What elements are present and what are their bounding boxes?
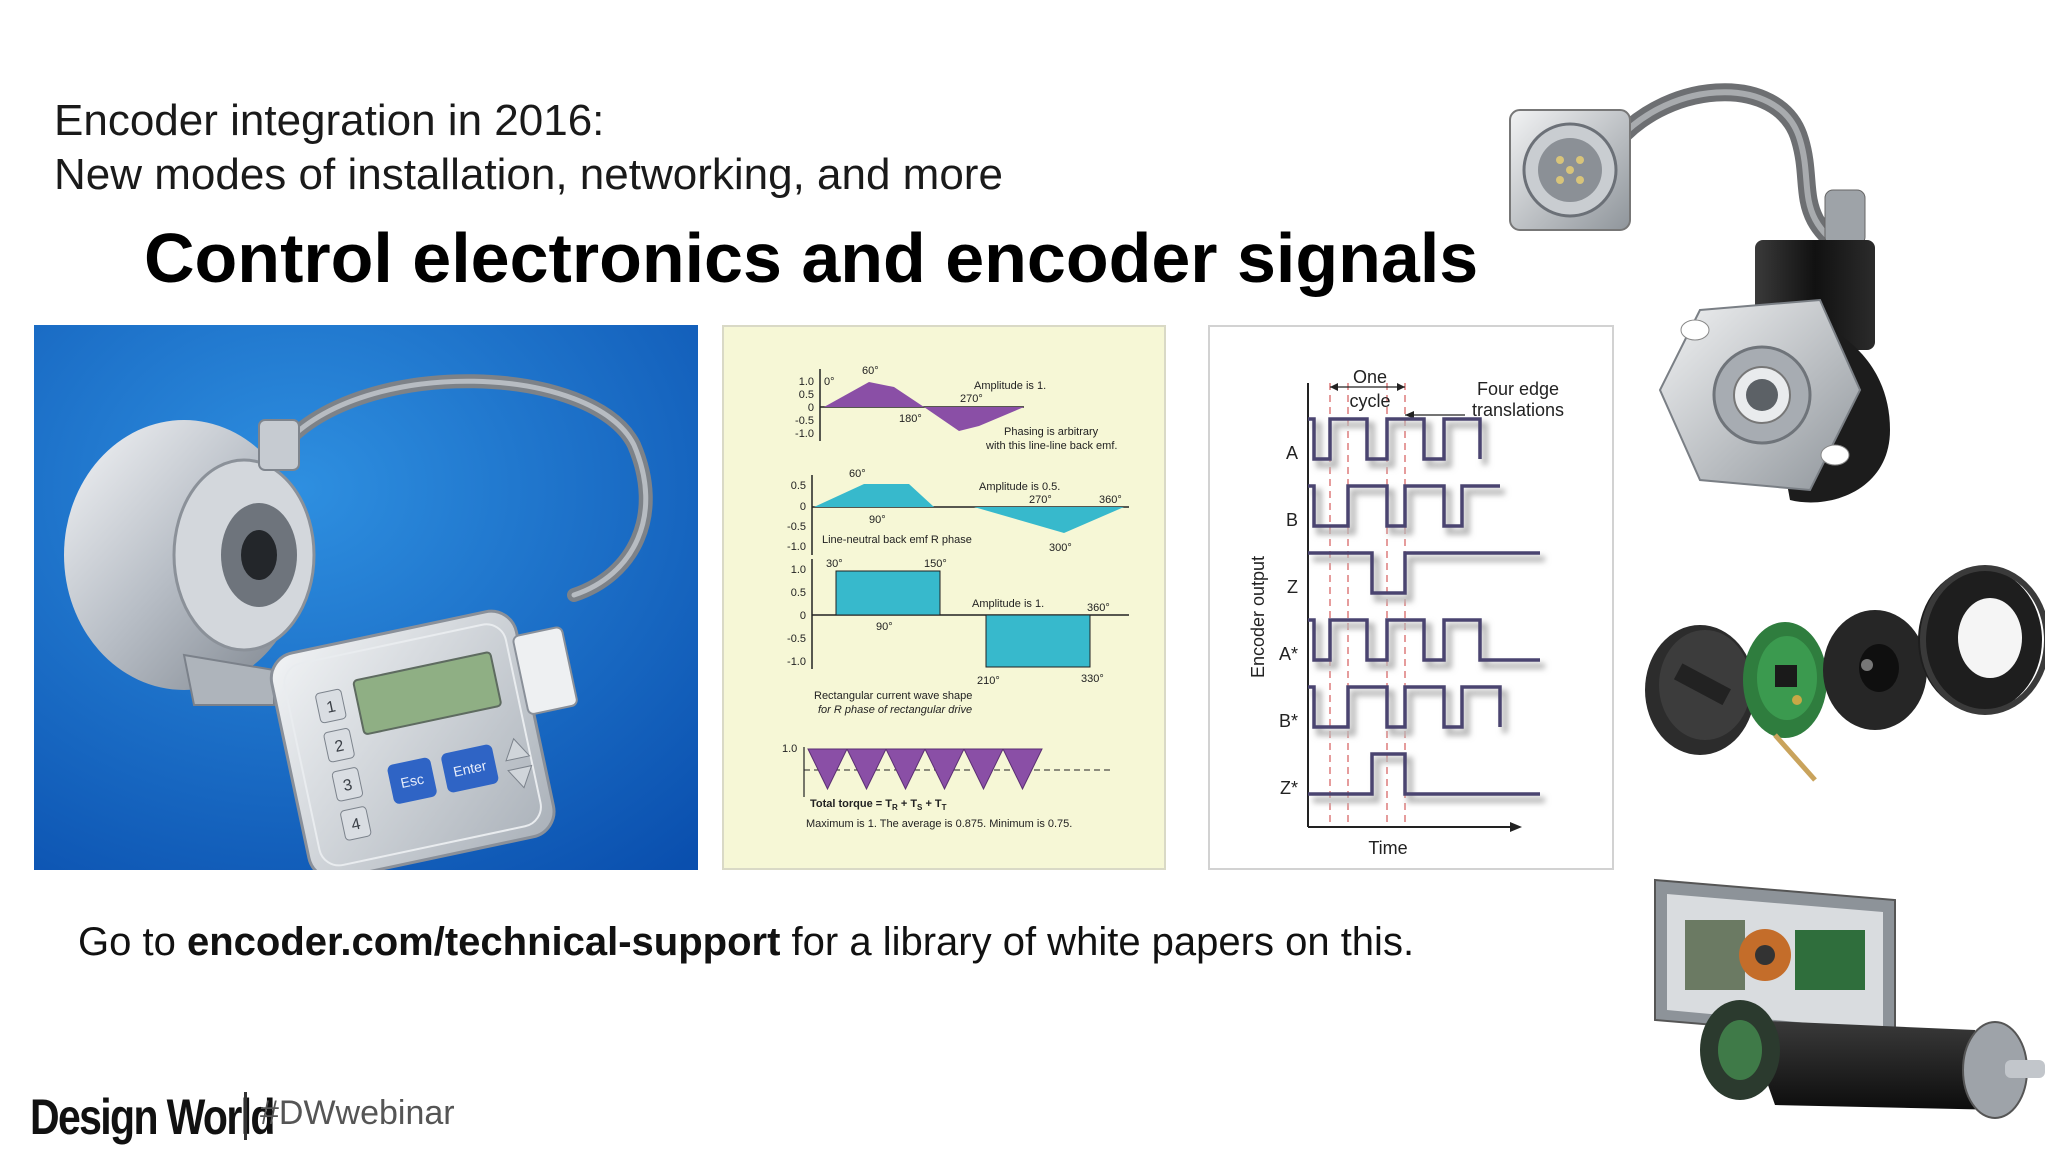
channel-label-z-star: Z* — [1280, 778, 1298, 798]
g1-label-60: 60° — [862, 365, 879, 377]
g2-label-270: 270° — [1029, 494, 1052, 506]
key-1: 1 — [325, 698, 337, 716]
g2-tick-2: 0 — [800, 501, 806, 513]
footer-pre-text: Go to — [78, 920, 187, 964]
g2-tick-4: -1.0 — [787, 541, 806, 553]
channel-trace-4 — [1308, 685, 1502, 729]
motor-waveform-diagram: 1.0 0.5 0 -0.5 -1.0 0° 60° 180° 270° Amp… — [722, 325, 1166, 870]
g3-tick-1: 1.0 — [791, 564, 806, 576]
g3-note-shape: Rectangular current wave shape — [814, 690, 972, 702]
total-torque-graph: 1.0 Total torque = TR + TS + TT Maximum … — [782, 743, 1114, 830]
g1-tick-3: 0 — [808, 402, 814, 414]
g1-label-180: 180° — [899, 413, 922, 425]
subtitle-line-2: New modes of installation, networking, a… — [54, 150, 1003, 199]
channel-trace-3 — [1308, 618, 1540, 662]
key-3: 3 — [342, 777, 354, 795]
channel-trace-1 — [1308, 484, 1500, 528]
time-axis-label: Time — [1368, 838, 1407, 858]
g4-tick: 1.0 — [782, 743, 797, 755]
torque-ripple-shape — [807, 748, 1043, 791]
g1-tick-1: 1.0 — [799, 376, 814, 388]
channel-trace-2 — [1308, 551, 1540, 595]
g2-note-amplitude: Amplitude is 0.5. — [979, 481, 1060, 493]
channel-trace-5 — [1308, 752, 1540, 796]
g3-tick-3: 0 — [800, 610, 806, 622]
g3-label-330: 330° — [1081, 673, 1104, 685]
modular-encoder-exploded-photo — [1635, 560, 2048, 800]
key-2: 2 — [333, 737, 345, 755]
g3-tick-4: -0.5 — [787, 633, 806, 645]
g1-note-phasing: Phasing is arbitrary — [1004, 426, 1099, 438]
g2-tick-1: 0.5 — [791, 480, 806, 492]
g1-tick-2: 0.5 — [799, 389, 814, 401]
support-link-line: Go to encoder.com/technical-support for … — [78, 920, 1414, 965]
g3-label-30: 30° — [826, 558, 843, 570]
g3-tick-5: -1.0 — [787, 656, 806, 668]
esc-key-label: Esc — [399, 771, 425, 792]
one-cycle-label-1: One — [1353, 367, 1387, 387]
g2-label-360: 360° — [1099, 494, 1122, 506]
enter-key-label: Enter — [452, 757, 488, 780]
four-edge-label-1: Four edge — [1477, 379, 1559, 399]
g3-label-210: 210° — [977, 675, 1000, 687]
slide-title: Control electronics and encoder signals — [144, 219, 1479, 297]
channel-label-b-star: B* — [1279, 711, 1298, 731]
channel-trace-shadow-3 — [1313, 623, 1545, 669]
g1-label-270: 270° — [960, 393, 983, 405]
g2-label-60: 60° — [849, 468, 866, 480]
channel-trace-shadow-4 — [1313, 690, 1508, 736]
channel-trace-shadow-2 — [1313, 556, 1545, 602]
g1-tick-4: -0.5 — [795, 415, 814, 427]
g3-label-360: 360° — [1087, 602, 1110, 614]
torque-summary-note: Maximum is 1. The average is 0.875. Mini… — [806, 818, 1072, 830]
total-torque-label: Total torque = TR + TS + TT — [810, 798, 947, 812]
channel-label-a-star: A* — [1279, 644, 1298, 664]
channel-label-b: B — [1286, 510, 1298, 530]
footer-post-text: for a library of white papers on this. — [780, 920, 1415, 964]
channel-label-a: A — [1286, 443, 1298, 463]
g3-label-90: 90° — [876, 621, 893, 633]
channel-trace-shadow-1 — [1313, 489, 1505, 535]
encoder-output-axis-label: Encoder output — [1248, 556, 1268, 678]
quadrature-signal-diagram: Time Encoder output One cycle Four edge … — [1208, 325, 1614, 870]
technical-support-link[interactable]: encoder.com/technical-support — [186, 920, 781, 964]
g1-note-amplitude: Amplitude is 1. — [974, 380, 1046, 392]
line-line-back-emf-graph: 1.0 0.5 0 -0.5 -1.0 0° 60° 180° 270° Amp… — [795, 365, 1117, 452]
g3-tick-2: 0.5 — [791, 587, 806, 599]
webinar-hashtag: #DWwebinar — [260, 1094, 455, 1132]
brand-divider — [244, 1092, 247, 1140]
encoder-programmer-photo: 1 2 3 4 Esc Enter — [34, 325, 698, 881]
g2-tick-3: -0.5 — [787, 521, 806, 533]
hollow-shaft-encoder-photo — [1490, 60, 1890, 530]
key-4: 4 — [350, 816, 362, 834]
g3-note-drive: for R phase of rectangular drive — [818, 704, 972, 716]
one-cycle-label-2: cycle — [1349, 391, 1390, 411]
g2-label-90: 90° — [869, 514, 886, 526]
rectangular-current-graph: 1.0 0.5 0 -0.5 -1.0 30° 150° 90° 360° 21… — [787, 558, 1129, 716]
g3-label-150: 150° — [924, 558, 947, 570]
g1-note-phasing-2: with this line-line back emf. — [985, 440, 1117, 452]
design-world-logo: Design World — [30, 1089, 275, 1145]
channel-trace-shadow-5 — [1313, 757, 1545, 803]
channel-trace-shadow-0 — [1313, 422, 1488, 468]
g3-note-amplitude: Amplitude is 1. — [972, 598, 1044, 610]
subtitle-line-1: Encoder integration in 2016: — [54, 96, 605, 145]
channel-label-z: Z — [1287, 577, 1298, 597]
line-neutral-back-emf-graph: 0.5 0 -0.5 -1.0 60° 90° 270° 360° 300° A… — [787, 468, 1129, 555]
g2-note-phase: Line-neutral back emf R phase — [822, 534, 972, 546]
g1-tick-5: -1.0 — [795, 428, 814, 440]
four-edge-label-2: translations — [1472, 400, 1564, 420]
servo-motor-cutaway-photo — [1625, 860, 2045, 1145]
g1-label-0: 0° — [824, 376, 835, 388]
channel-trace-0 — [1308, 417, 1482, 461]
g2-label-300: 300° — [1049, 542, 1072, 554]
